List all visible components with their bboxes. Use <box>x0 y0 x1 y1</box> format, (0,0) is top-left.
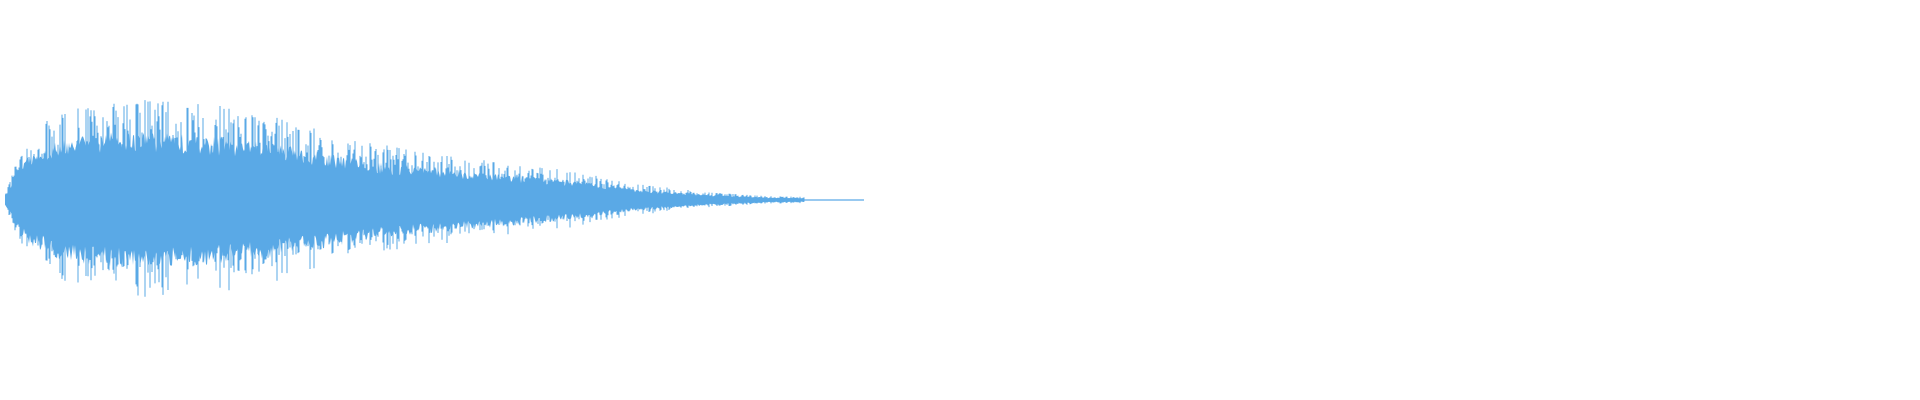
waveform-spikes <box>7 100 805 297</box>
